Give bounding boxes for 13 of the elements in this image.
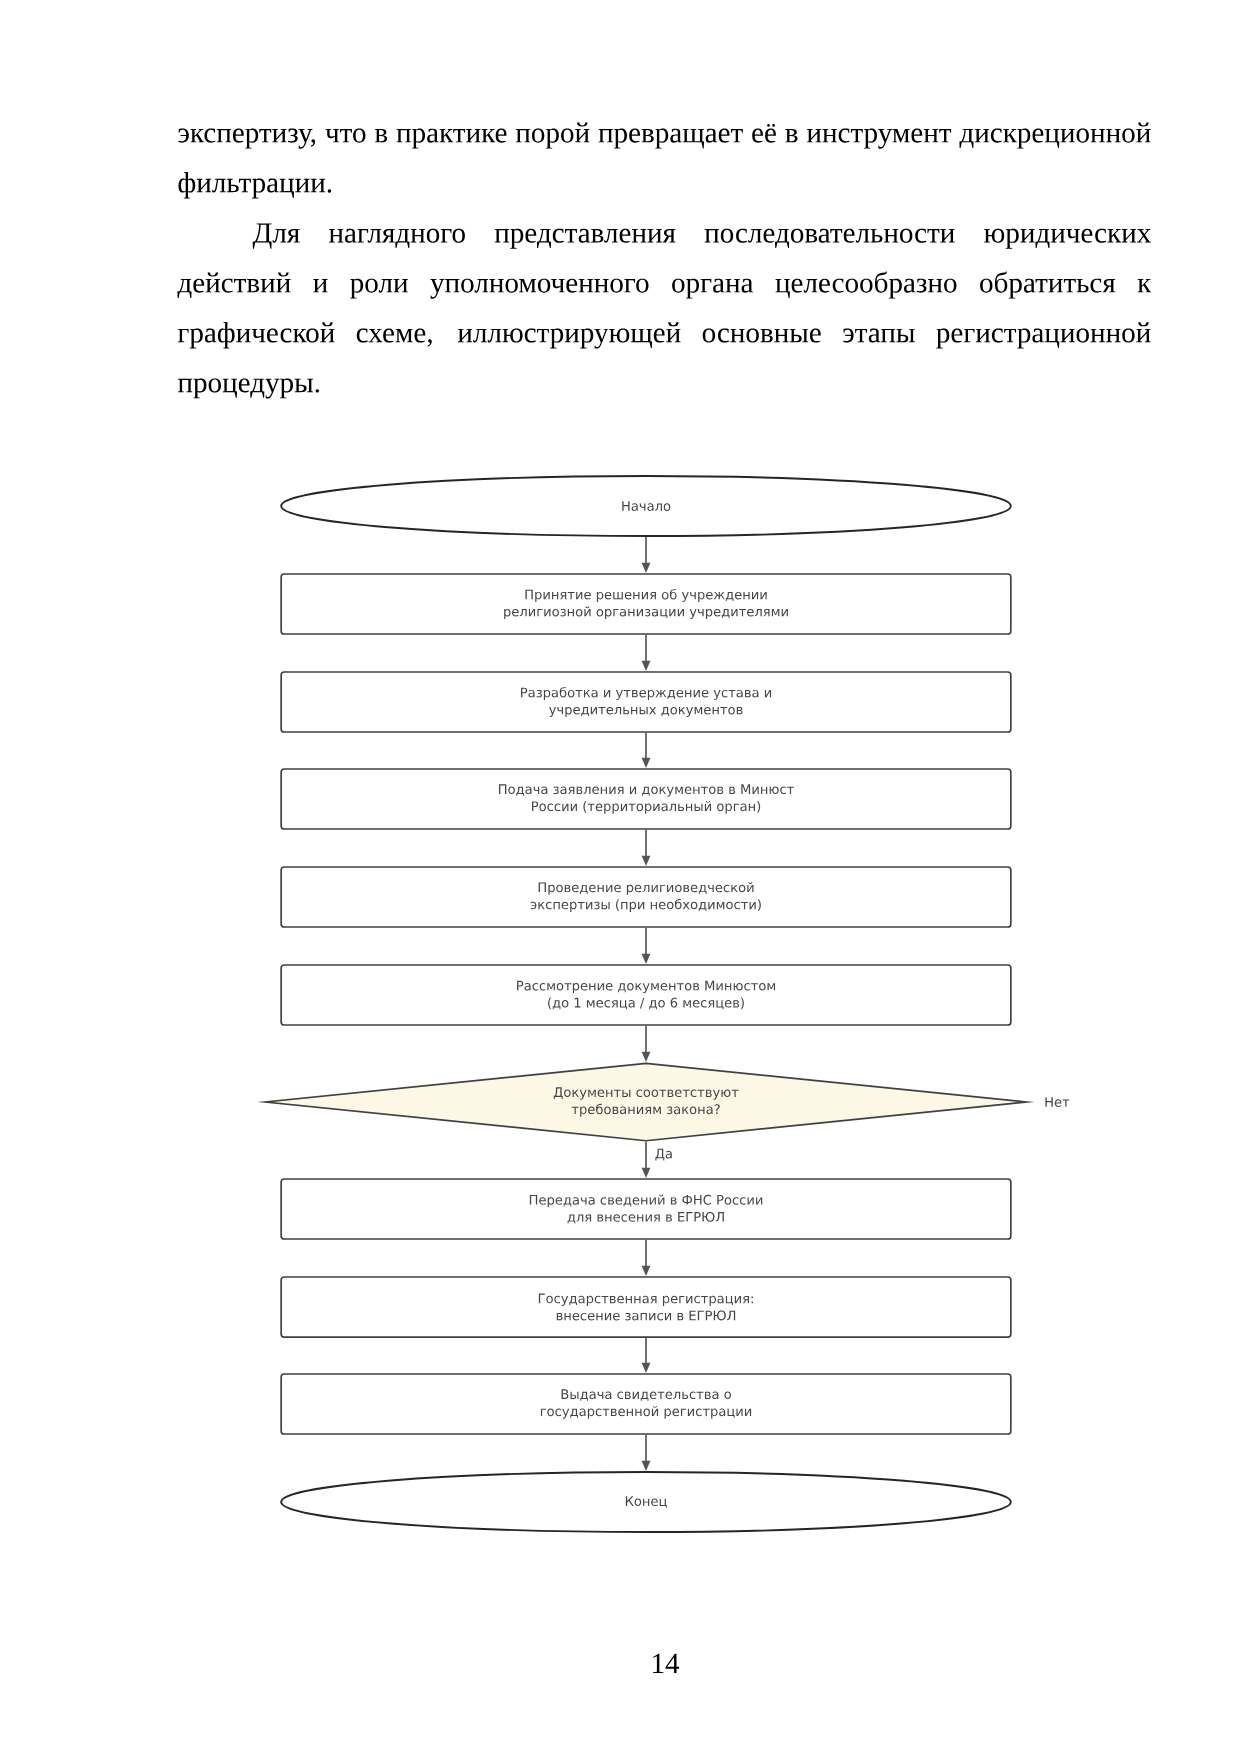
- process-box: Принятие решения об учреждении религиозной организации учредителями: [280, 573, 1012, 635]
- process-box: Государственная регистрация: внесение записи в ЕГРЮЛ: [280, 1276, 1012, 1338]
- paragraph: экспертизу, что в практике порой превращает её в инструмент дискреционной фильтрации.: [178, 122, 1151, 199]
- process-box: Передача сведений в ФНС России для внесения в ЕГРЮЛ: [280, 1178, 1012, 1240]
- process-box: Подача заявления и документов в Минюст России (территориальный орган): [280, 768, 1012, 830]
- edge-label: Да: [652, 1146, 676, 1163]
- process-box: Рассмотрение документов Минюстом (до 1 месяца / до 6 месяцев): [280, 964, 1012, 1026]
- process-box: Проведение религиоведческой экспертизы (при необходимости): [280, 866, 1012, 928]
- process-box: Выдача свидетельства о государственной регистрации: [280, 1373, 1012, 1435]
- paragraph: Для наглядного представления последовательности юридических действий и роли уполномоченного органа целесообразно обратиться к графической схеме, иллюстрирующей основные этапы регистрационной процедуры.: [177, 223, 1152, 399]
- page-number: 14: [653, 1653, 680, 1673]
- branch-label: Нет: [1045, 1097, 1070, 1107]
- process-box: Разработка и утверждение устава и учредительных документов: [280, 671, 1012, 733]
